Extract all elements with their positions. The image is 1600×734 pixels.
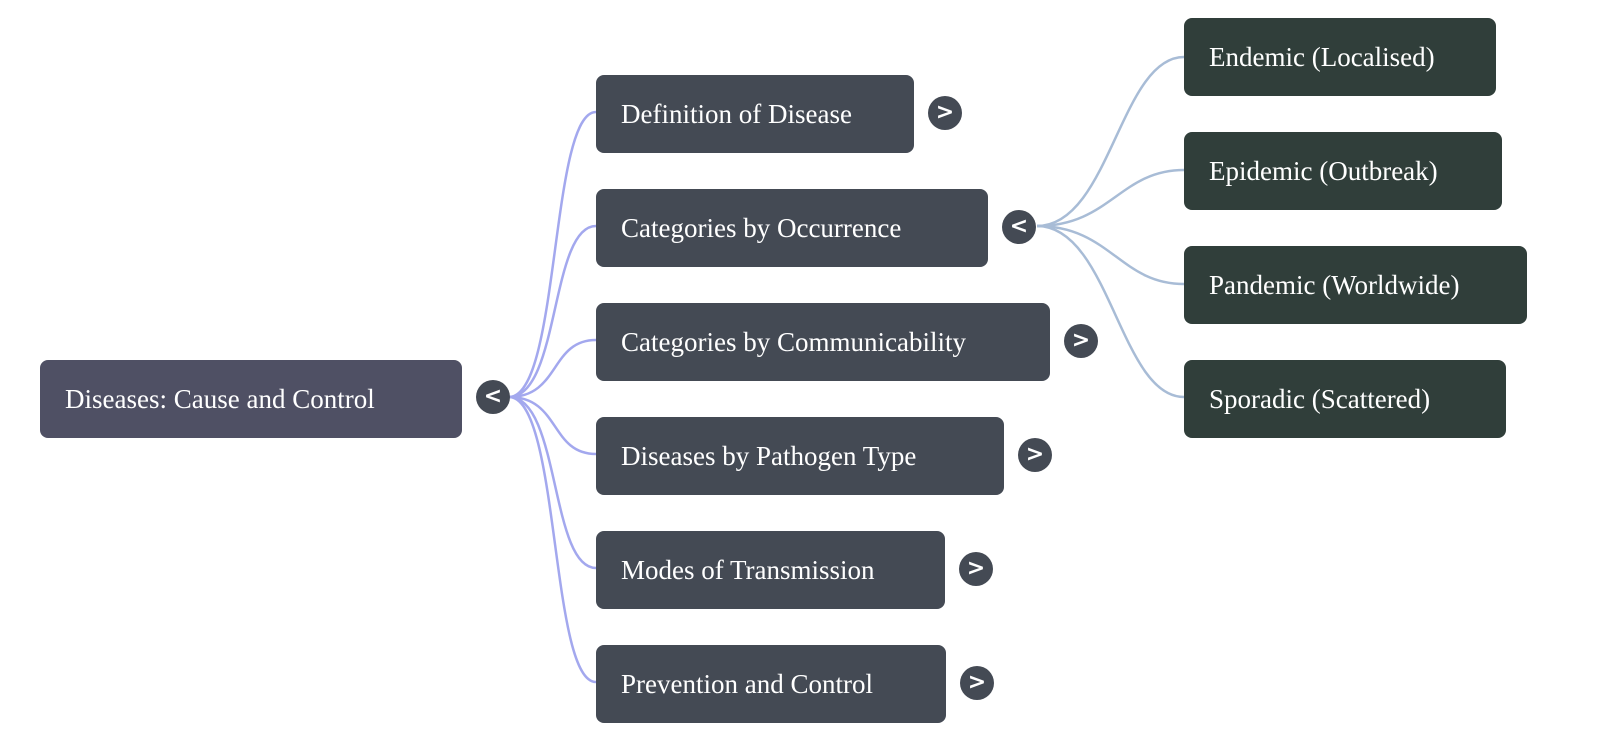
expand-toggle-definition[interactable]: > bbox=[928, 96, 962, 130]
leaf-epidemic[interactable]: Epidemic (Outbreak) bbox=[1184, 132, 1502, 210]
link-occurrence-to-pandemic bbox=[1036, 224, 1185, 286]
link-occurrence-to-epidemic bbox=[1036, 168, 1185, 228]
branch-label: Modes of Transmission bbox=[621, 555, 875, 585]
expand-toggle-prevention[interactable]: > bbox=[960, 666, 994, 700]
expand-toggle-pathogen[interactable]: > bbox=[1018, 438, 1052, 472]
branch-label: Categories by Occurrence bbox=[621, 213, 902, 243]
branch-label: Prevention and Control bbox=[621, 669, 873, 699]
link-root-to-transmission bbox=[508, 395, 597, 570]
expand-toggle-transmission[interactable]: > bbox=[959, 552, 993, 586]
link-occurrence-to-endemic bbox=[1036, 55, 1185, 228]
collapse-toggle-occurrence[interactable]: < bbox=[1002, 210, 1036, 244]
link-occurrence-to-sporadic bbox=[1036, 224, 1185, 399]
leaf-label: Pandemic (Worldwide) bbox=[1209, 270, 1460, 300]
branch-categories-by-communicability[interactable]: Categories by Communicability bbox=[596, 303, 1050, 381]
link-root-to-occurrence bbox=[508, 224, 597, 399]
branch-categories-by-occurrence[interactable]: Categories by Occurrence bbox=[596, 189, 988, 267]
link-root-to-pathogen bbox=[508, 395, 597, 456]
expand-toggle-communicability[interactable]: > bbox=[1064, 324, 1098, 358]
branch-label: Diseases by Pathogen Type bbox=[621, 441, 917, 471]
link-root-to-prevention bbox=[508, 395, 597, 684]
branch-label: Categories by Communicability bbox=[621, 327, 966, 357]
leaf-label: Epidemic (Outbreak) bbox=[1209, 156, 1438, 186]
root-node[interactable]: Diseases: Cause and Control bbox=[40, 360, 462, 438]
leaf-label: Endemic (Localised) bbox=[1209, 42, 1435, 72]
leaf-pandemic[interactable]: Pandemic (Worldwide) bbox=[1184, 246, 1527, 324]
leaf-label: Sporadic (Scattered) bbox=[1209, 384, 1431, 414]
root-collapse-toggle[interactable]: < bbox=[476, 380, 510, 414]
leaf-endemic[interactable]: Endemic (Localised) bbox=[1184, 18, 1496, 96]
link-root-to-communicability bbox=[508, 338, 597, 399]
branch-prevention-and-control[interactable]: Prevention and Control bbox=[596, 645, 946, 723]
branch-label: Definition of Disease bbox=[621, 99, 852, 129]
branch-definition-of-disease[interactable]: Definition of Disease bbox=[596, 75, 914, 153]
link-root-to-definition bbox=[508, 110, 597, 399]
branch-diseases-by-pathogen-type[interactable]: Diseases by Pathogen Type bbox=[596, 417, 1004, 495]
root-node-label: Diseases: Cause and Control bbox=[65, 384, 375, 414]
branch-modes-of-transmission[interactable]: Modes of Transmission bbox=[596, 531, 945, 609]
leaf-sporadic[interactable]: Sporadic (Scattered) bbox=[1184, 360, 1506, 438]
